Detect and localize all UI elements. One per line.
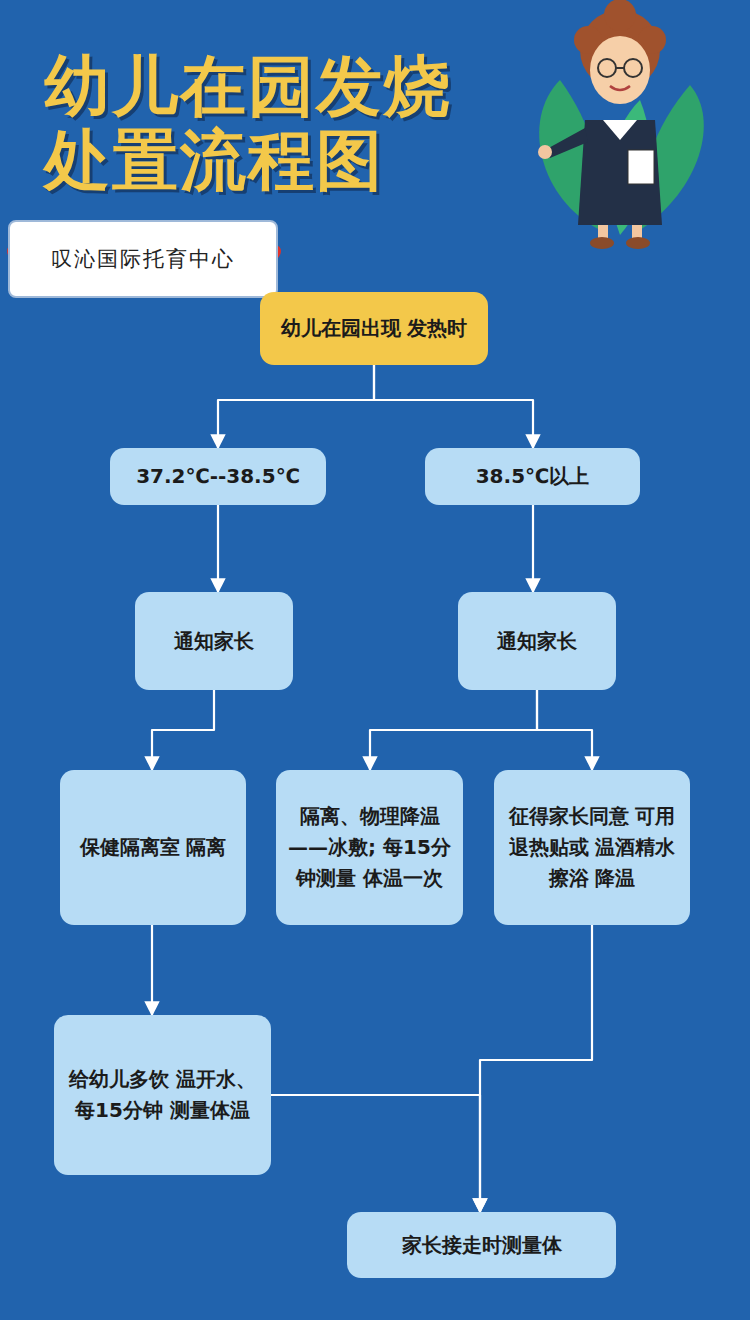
node-text: 家长接走时测量体 <box>402 1230 562 1261</box>
process-box: 通知家长 <box>135 592 293 690</box>
node-text: 征得家长同意 可用退热贴或 温酒精水擦浴 降温 <box>504 801 680 894</box>
hair-curl <box>604 0 636 31</box>
process-box: 隔离、物理降温 ——冰敷; 每15分钟测量 体温一次 <box>276 770 463 925</box>
flow-arrow <box>271 1095 480 1212</box>
org-label: 叹沁国际托育中心 <box>51 245 235 273</box>
flow-arrow <box>152 690 214 770</box>
node-text: 通知家长 <box>497 626 577 657</box>
glasses <box>598 59 616 77</box>
flow-arrow <box>537 690 592 770</box>
shoe <box>590 237 614 249</box>
node-text: 保健隔离室 隔离 <box>80 832 227 863</box>
dress <box>578 120 662 225</box>
shoe <box>626 237 650 249</box>
hand <box>538 145 552 159</box>
process-box: 37.2℃--38.5℃ <box>110 448 326 505</box>
node-text: 38.5℃以上 <box>476 461 590 492</box>
collar <box>603 120 637 140</box>
process-box: 家长接走时测量体 <box>347 1212 616 1278</box>
node-text: 幼儿在园出现 发热时 <box>281 313 468 344</box>
face <box>590 36 650 104</box>
node-text: 隔离、物理降温 ——冰敷; 每15分钟测量 体温一次 <box>286 801 453 894</box>
flow-arrow <box>218 365 374 448</box>
flow-arrow <box>151 925 153 1015</box>
node-text: 37.2℃--38.5℃ <box>136 461 300 492</box>
name-tag: 叹沁国际托育中心 <box>8 220 278 298</box>
flow-arrow <box>370 690 537 770</box>
node-text: 通知家长 <box>174 626 254 657</box>
process-box: 38.5℃以上 <box>425 448 640 505</box>
process-box: 给幼儿多饮 温开水、每15分钟 测量体温 <box>54 1015 271 1175</box>
glasses <box>624 59 642 77</box>
leg <box>632 225 642 239</box>
flow-arrow <box>374 365 533 448</box>
book <box>628 150 654 184</box>
node-text: 给幼儿多饮 温开水、每15分钟 测量体温 <box>64 1064 261 1126</box>
start-box: 幼儿在园出现 发热时 <box>260 292 488 365</box>
flow-arrow <box>217 505 219 592</box>
process-box: 保健隔离室 隔离 <box>60 770 246 925</box>
smile <box>610 86 630 90</box>
diagram-title: 幼儿在园发烧 处置流程图 <box>44 50 484 198</box>
glasses-bridge <box>616 67 624 69</box>
process-box: 通知家长 <box>458 592 616 690</box>
process-box: 征得家长同意 可用退热贴或 温酒精水擦浴 降温 <box>494 770 690 925</box>
flow-arrow <box>480 925 592 1212</box>
leg <box>598 225 608 239</box>
flow-arrow <box>532 505 534 592</box>
